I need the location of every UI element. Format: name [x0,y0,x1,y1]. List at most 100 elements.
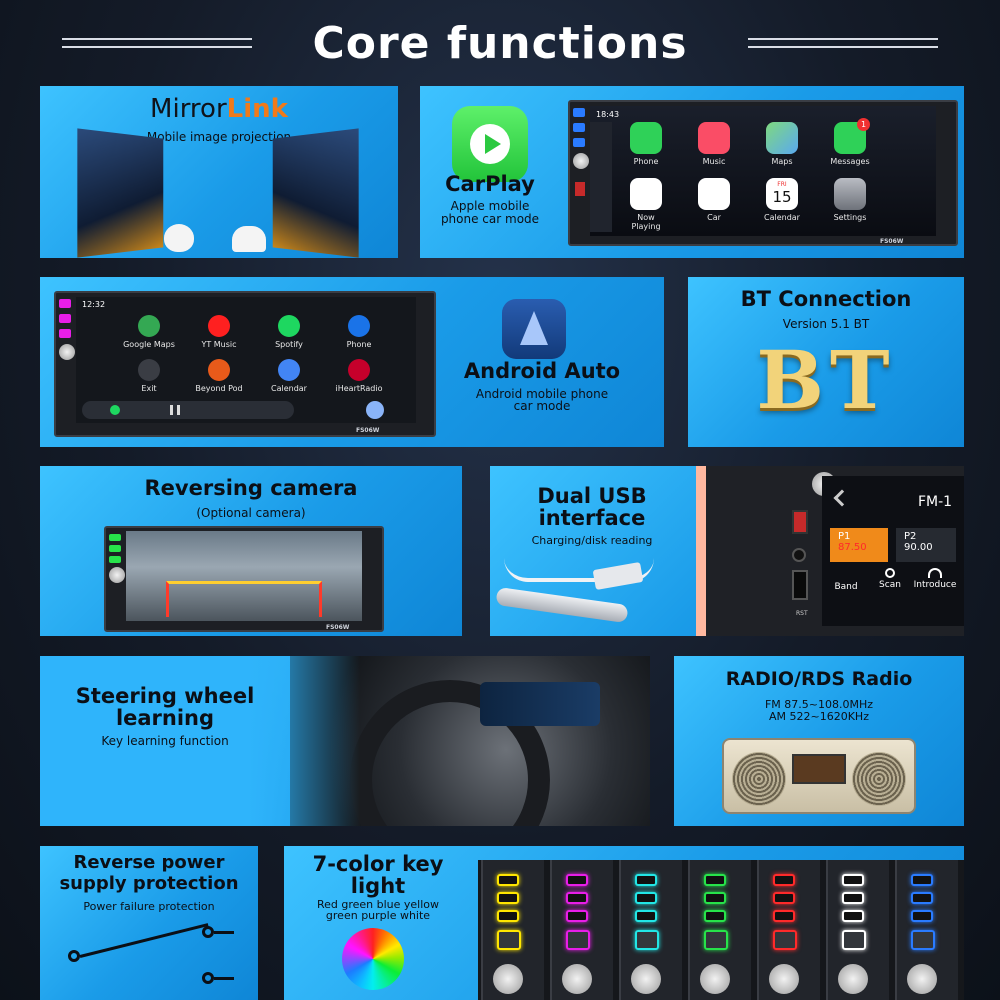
backlit-key[interactable] [704,874,726,886]
backlit-key[interactable] [497,892,519,904]
backlit-key[interactable] [911,874,933,886]
backlit-key[interactable] [566,930,590,950]
preset-p2[interactable]: P2 90.00 [896,528,956,562]
backlit-key[interactable] [842,892,864,904]
volume-knob[interactable] [838,964,868,994]
app-phone[interactable]: Phone [328,315,390,349]
usb-head-unit-closeup: RST FM-1 P1 87.50 P2 90.00 Band Scan [696,466,964,636]
key-unit [826,860,889,1000]
app-music[interactable]: Music [694,122,734,166]
android-auto-subtitle-line2: car mode [513,399,571,413]
android-icon [232,226,266,252]
page-title: Core functions [312,18,688,69]
android-auto-screen: 12:32 Google Maps YT Music Spotify Phone… [76,297,416,423]
volume-knob[interactable] [59,344,75,360]
app-calendar[interactable]: Calendar [258,359,320,393]
bt-logo: BT [756,333,896,427]
reverse-power-panel: Reverse power supply protection Power fa… [40,846,258,1000]
backlit-key[interactable] [566,874,588,886]
radio-screen: FM-1 P1 87.50 P2 90.00 Band Scan Introdu… [822,476,964,626]
volume-knob[interactable] [573,153,589,169]
backlit-key[interactable] [842,930,866,950]
rgb-light-icon [342,928,404,990]
model-label: FS06W [880,238,904,245]
bt-panel: BT Connection Version 5.1 BT BT [688,277,964,447]
messages-badge: 1 [857,118,870,131]
backlit-key[interactable] [773,910,795,922]
backlit-key[interactable] [911,892,933,904]
backlit-key[interactable] [911,910,933,922]
usb-port [575,182,585,196]
backlit-key[interactable] [497,874,519,886]
reversing-subtitle: (Optional camera) [196,506,306,520]
backlit-key[interactable] [635,892,657,904]
app-now-playing[interactable]: Now Playing [626,178,666,231]
introduce-button[interactable]: Introduce [910,568,960,590]
volume-knob[interactable] [493,964,523,994]
projection-image-right [272,128,359,258]
color-key-subtitle-line1: Red green blue yellow [316,898,440,911]
usb-subtitle: Charging/disk reading [531,534,653,547]
bt-title: BT Connection [740,287,912,311]
app-maps[interactable]: Maps [762,122,802,166]
backlit-key[interactable] [911,930,935,950]
apple-icon [164,224,194,252]
play-pause-icon[interactable] [170,405,180,415]
parking-guide-lines [166,581,322,617]
volume-knob[interactable] [109,567,125,583]
key-unit [688,860,751,1000]
backlit-key[interactable] [497,930,521,950]
volume-knob[interactable] [562,964,592,994]
app-beyond-pod[interactable]: Beyond Pod [188,359,250,393]
volume-knob[interactable] [631,964,661,994]
steering-panel: Steering wheel learning Key learning fun… [40,656,650,826]
backlit-key[interactable] [773,930,797,950]
mirrorlink-subtitle: Mobile image projection [146,130,292,144]
backlit-key[interactable] [842,874,864,886]
spotify-icon[interactable] [110,405,120,415]
projection-image-left [77,128,164,258]
app-settings[interactable]: Settings [830,178,870,222]
app-exit[interactable]: Exit [118,359,180,393]
model-label: FS06W [326,624,350,631]
key-light-strip [478,860,964,1000]
app-yt-music[interactable]: YT Music [188,315,250,349]
radio-title: RADIO/RDS Radio [725,668,913,690]
backlit-key[interactable] [635,910,657,922]
app-iheartradio[interactable]: iHeartRadio [328,359,390,393]
usb-port-red [792,510,808,534]
app-spotify[interactable]: Spotify [258,315,320,349]
backlit-key[interactable] [635,874,657,886]
volume-knob[interactable] [769,964,799,994]
band-button[interactable]: Band [826,568,866,592]
backlit-key[interactable] [497,910,519,922]
preset-p1[interactable]: P1 87.50 [830,528,888,562]
android-auto-title: Android Auto [463,359,621,383]
fm-am-icon [826,568,866,582]
backlit-key[interactable] [773,874,795,886]
usb-cable-icon [504,558,654,582]
android-auto-head-unit: 12:32 Google Maps YT Music Spotify Phone… [54,291,436,437]
backlit-key[interactable] [635,930,659,950]
reverse-power-subtitle: Power failure protection [83,900,215,913]
backlit-key[interactable] [566,892,588,904]
app-phone[interactable]: Phone [626,122,666,166]
app-google-maps[interactable]: Google Maps [118,315,180,349]
steering-subtitle: Key learning function [101,734,229,748]
color-key-title-line2: light [350,874,406,898]
volume-knob[interactable] [700,964,730,994]
backlit-key[interactable] [566,910,588,922]
backlit-key[interactable] [704,892,726,904]
volume-knob[interactable] [907,964,937,994]
microphone-icon[interactable] [366,401,384,419]
scan-button[interactable]: Scan [870,568,910,590]
backlit-key[interactable] [704,910,726,922]
title-decoration-left [62,38,252,48]
back-chevron-icon[interactable] [833,489,851,507]
backlit-key[interactable] [773,892,795,904]
backlit-key[interactable] [842,910,864,922]
backlit-key[interactable] [704,930,728,950]
app-car[interactable]: Car [694,178,734,222]
